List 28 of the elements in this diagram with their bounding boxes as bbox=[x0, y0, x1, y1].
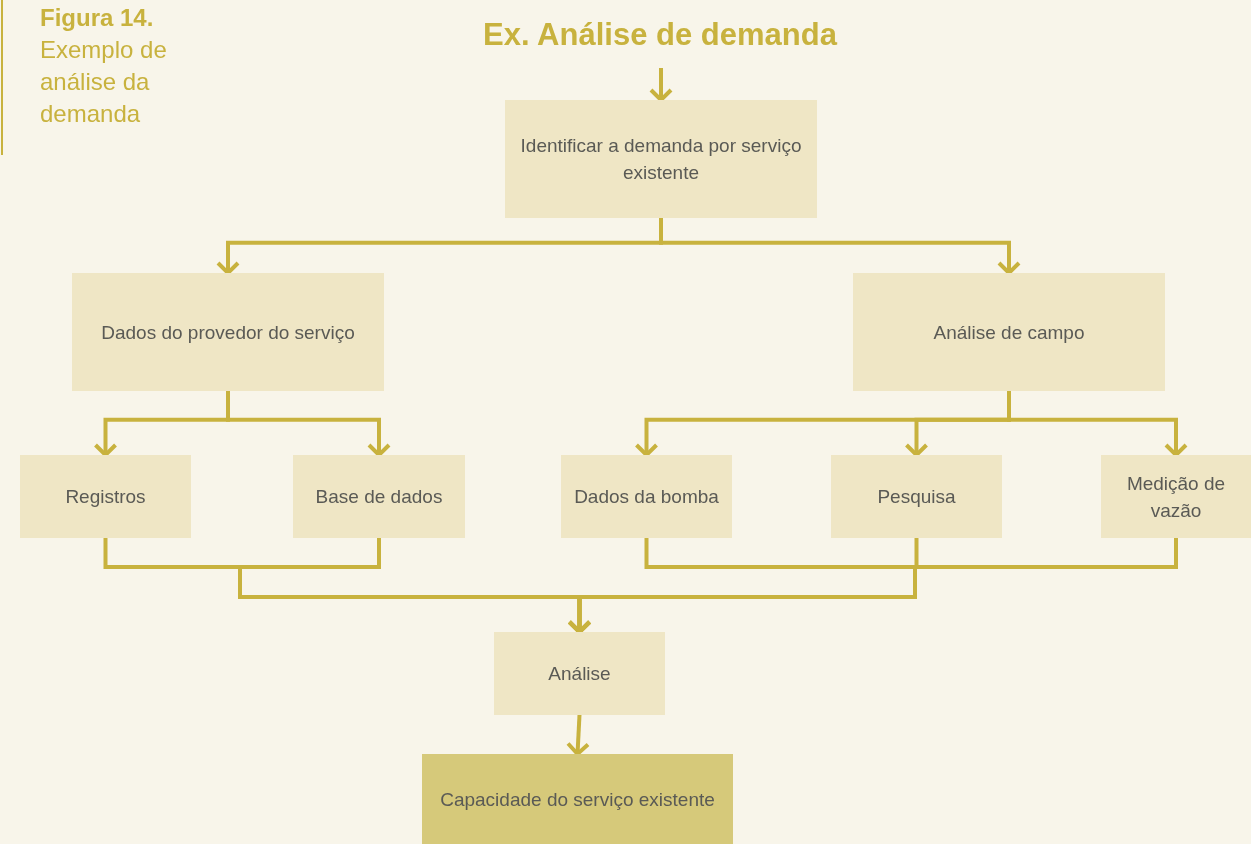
box-label: Identificar a demanda por serviço existente bbox=[519, 134, 803, 185]
process-box bbox=[505, 100, 817, 218]
diagram-title: Ex. Análise de demanda bbox=[482, 16, 839, 54]
box-label: Registros bbox=[65, 485, 146, 509]
box-label: Dados do provedor do serviço bbox=[101, 320, 355, 345]
arrow bbox=[226, 391, 391, 457]
figure-caption: Figura 14. Exemplo de análise da demanda bbox=[40, 3, 168, 129]
arrow bbox=[567, 538, 1178, 634]
process-box bbox=[1101, 455, 1251, 538]
process-box bbox=[831, 455, 1002, 538]
box-label: Medição de vazão bbox=[1125, 471, 1227, 523]
process-box bbox=[561, 455, 732, 538]
process-box bbox=[422, 754, 733, 844]
process-box bbox=[20, 455, 191, 538]
box-label: Capacidade do serviço existente bbox=[440, 787, 715, 812]
box-label: Pesquisa bbox=[877, 485, 956, 509]
arrow bbox=[649, 68, 673, 102]
box-label: Análise bbox=[548, 662, 611, 686]
arrow bbox=[659, 218, 1021, 275]
process-box bbox=[293, 455, 465, 538]
box-label: Análise de campo bbox=[933, 320, 1085, 345]
process-box bbox=[494, 632, 665, 715]
process-box bbox=[72, 273, 384, 391]
arrow bbox=[1007, 391, 1188, 457]
box-label: Base de dados bbox=[315, 485, 443, 509]
arrow bbox=[566, 714, 590, 756]
process-box bbox=[853, 273, 1165, 391]
box-label: Dados da bomba bbox=[574, 485, 719, 509]
